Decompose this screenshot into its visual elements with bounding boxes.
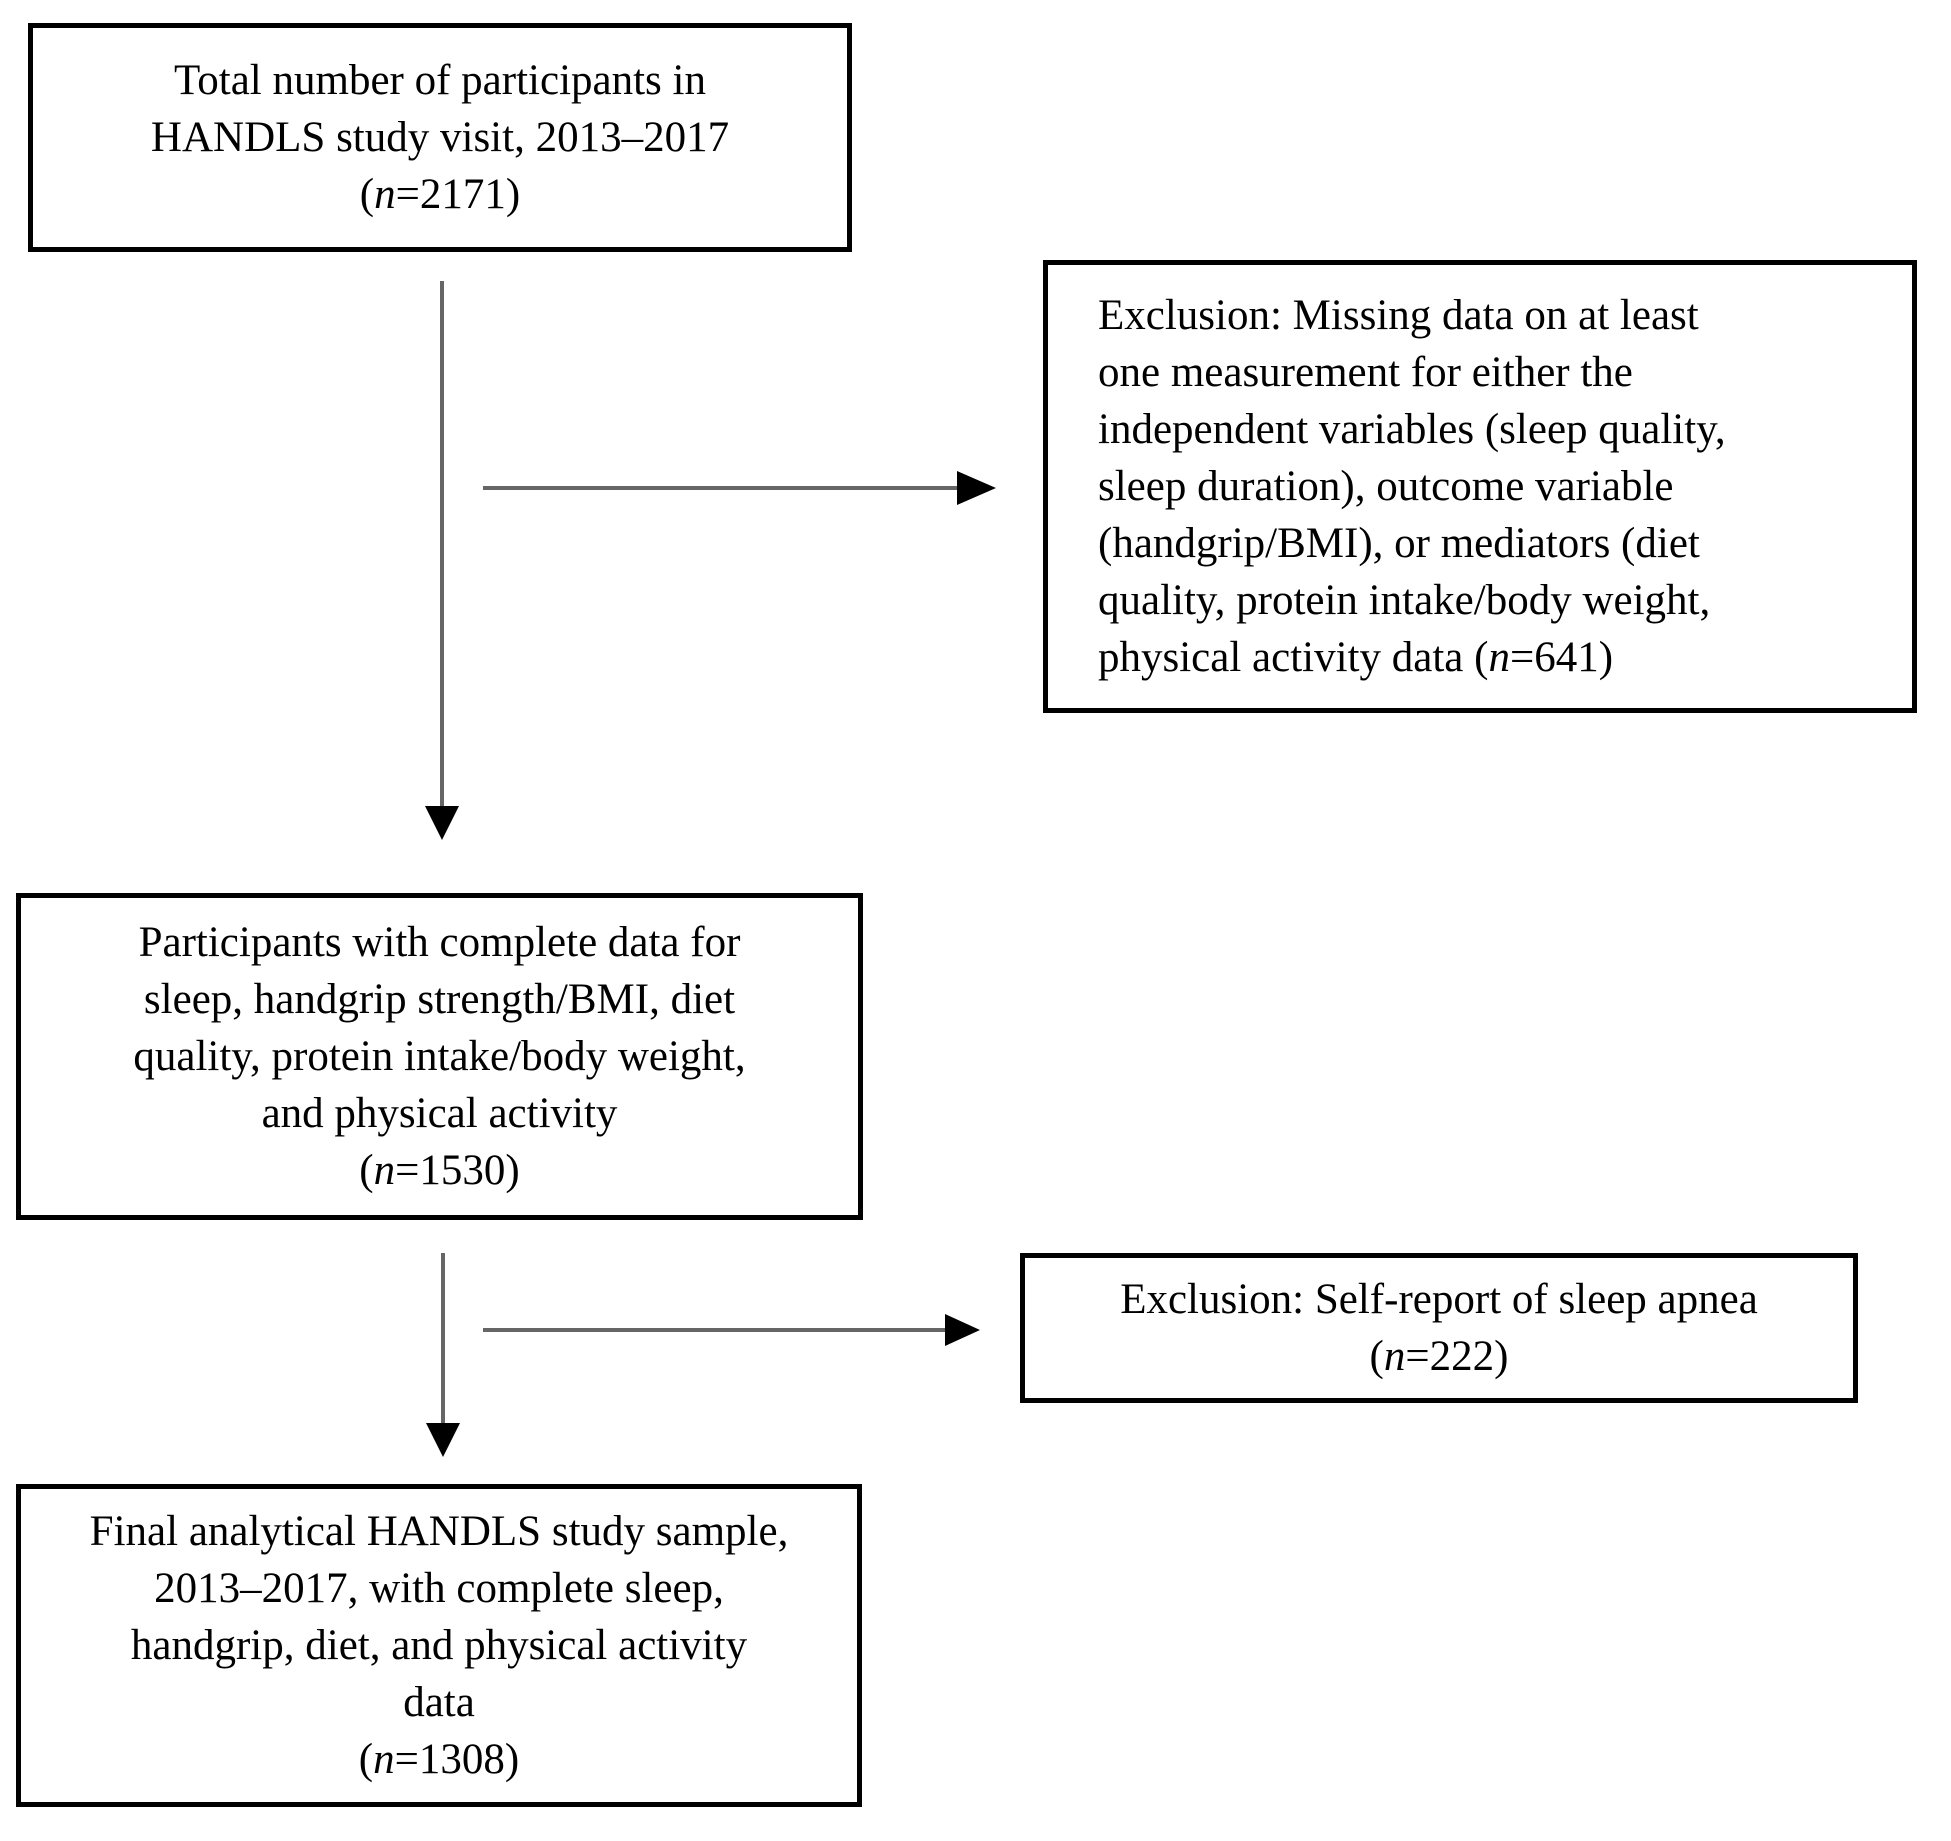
text-line: Final analytical HANDLS study sample, — [89, 1508, 789, 1555]
text-line: and physical activity — [261, 1090, 618, 1137]
text-line: quality, protein intake/body weight, — [133, 1033, 746, 1080]
sample-size-line: (n=1530) — [21, 1142, 858, 1199]
text-line: sleep duration), outcome variable — [1098, 463, 1674, 510]
text-line: independent variables (sleep quality, — [1098, 406, 1726, 453]
n-symbol: n — [1383, 1333, 1406, 1380]
arrowhead-right-icon — [957, 471, 996, 505]
text-line: HANDLS study visit, 2013–2017 — [150, 114, 730, 161]
text-line: handgrip, diet, and physical activity — [130, 1622, 748, 1669]
n-value: =641) — [1509, 634, 1614, 681]
sample-size-line: physical activity data (n=641) — [1098, 629, 1896, 686]
box-exclusion-missing-data: Exclusion: Missing data on at least one … — [1043, 260, 1917, 713]
text-line: Participants with complete data for — [138, 919, 741, 966]
text-line: data — [403, 1679, 475, 1726]
n-pre: physical activity data ( — [1098, 634, 1489, 681]
n-symbol: n — [373, 1147, 396, 1194]
n-value: =1530) — [395, 1147, 520, 1194]
text-line: Exclusion: Self-report of sleep apnea — [1120, 1276, 1758, 1323]
text-line: Exclusion: Missing data on at least — [1098, 292, 1699, 339]
text-line: one measurement for either the — [1098, 349, 1633, 396]
box-total-participants: Total number of participants in HANDLS s… — [28, 23, 852, 252]
box-complete-data-participants: Participants with complete data for slee… — [16, 893, 863, 1220]
n-value: =222) — [1405, 1333, 1509, 1380]
text-line: (handgrip/BMI), or mediators (diet — [1098, 520, 1700, 567]
text-line: Total number of participants in — [174, 57, 706, 104]
n-symbol: n — [373, 1736, 395, 1783]
n-pre: ( — [359, 1147, 374, 1194]
n-symbol: n — [374, 171, 396, 218]
n-pre: ( — [1369, 1333, 1384, 1380]
sample-size-line: (n=1308) — [21, 1731, 857, 1788]
n-pre: ( — [358, 1736, 374, 1783]
arrowhead-down-icon — [425, 806, 459, 840]
text-line: 2013–2017, with complete sleep, — [154, 1565, 724, 1612]
sample-size-line: (n=222) — [1025, 1328, 1853, 1385]
arrowhead-right-icon — [945, 1314, 980, 1346]
n-symbol: n — [1488, 634, 1510, 681]
n-value: =2171) — [395, 171, 521, 218]
box-exclusion-sleep-apnea: Exclusion: Self-report of sleep apnea (n… — [1020, 1253, 1858, 1403]
text-line: quality, protein intake/body weight, — [1098, 577, 1711, 624]
sample-size-line: (n=2171) — [33, 166, 847, 223]
text-line: sleep, handgrip strength/BMI, diet — [143, 976, 736, 1023]
n-pre: ( — [359, 171, 375, 218]
n-value: =1308) — [394, 1736, 520, 1783]
arrowhead-down-icon — [426, 1423, 460, 1457]
box-final-analytical-sample: Final analytical HANDLS study sample, 20… — [16, 1484, 862, 1807]
